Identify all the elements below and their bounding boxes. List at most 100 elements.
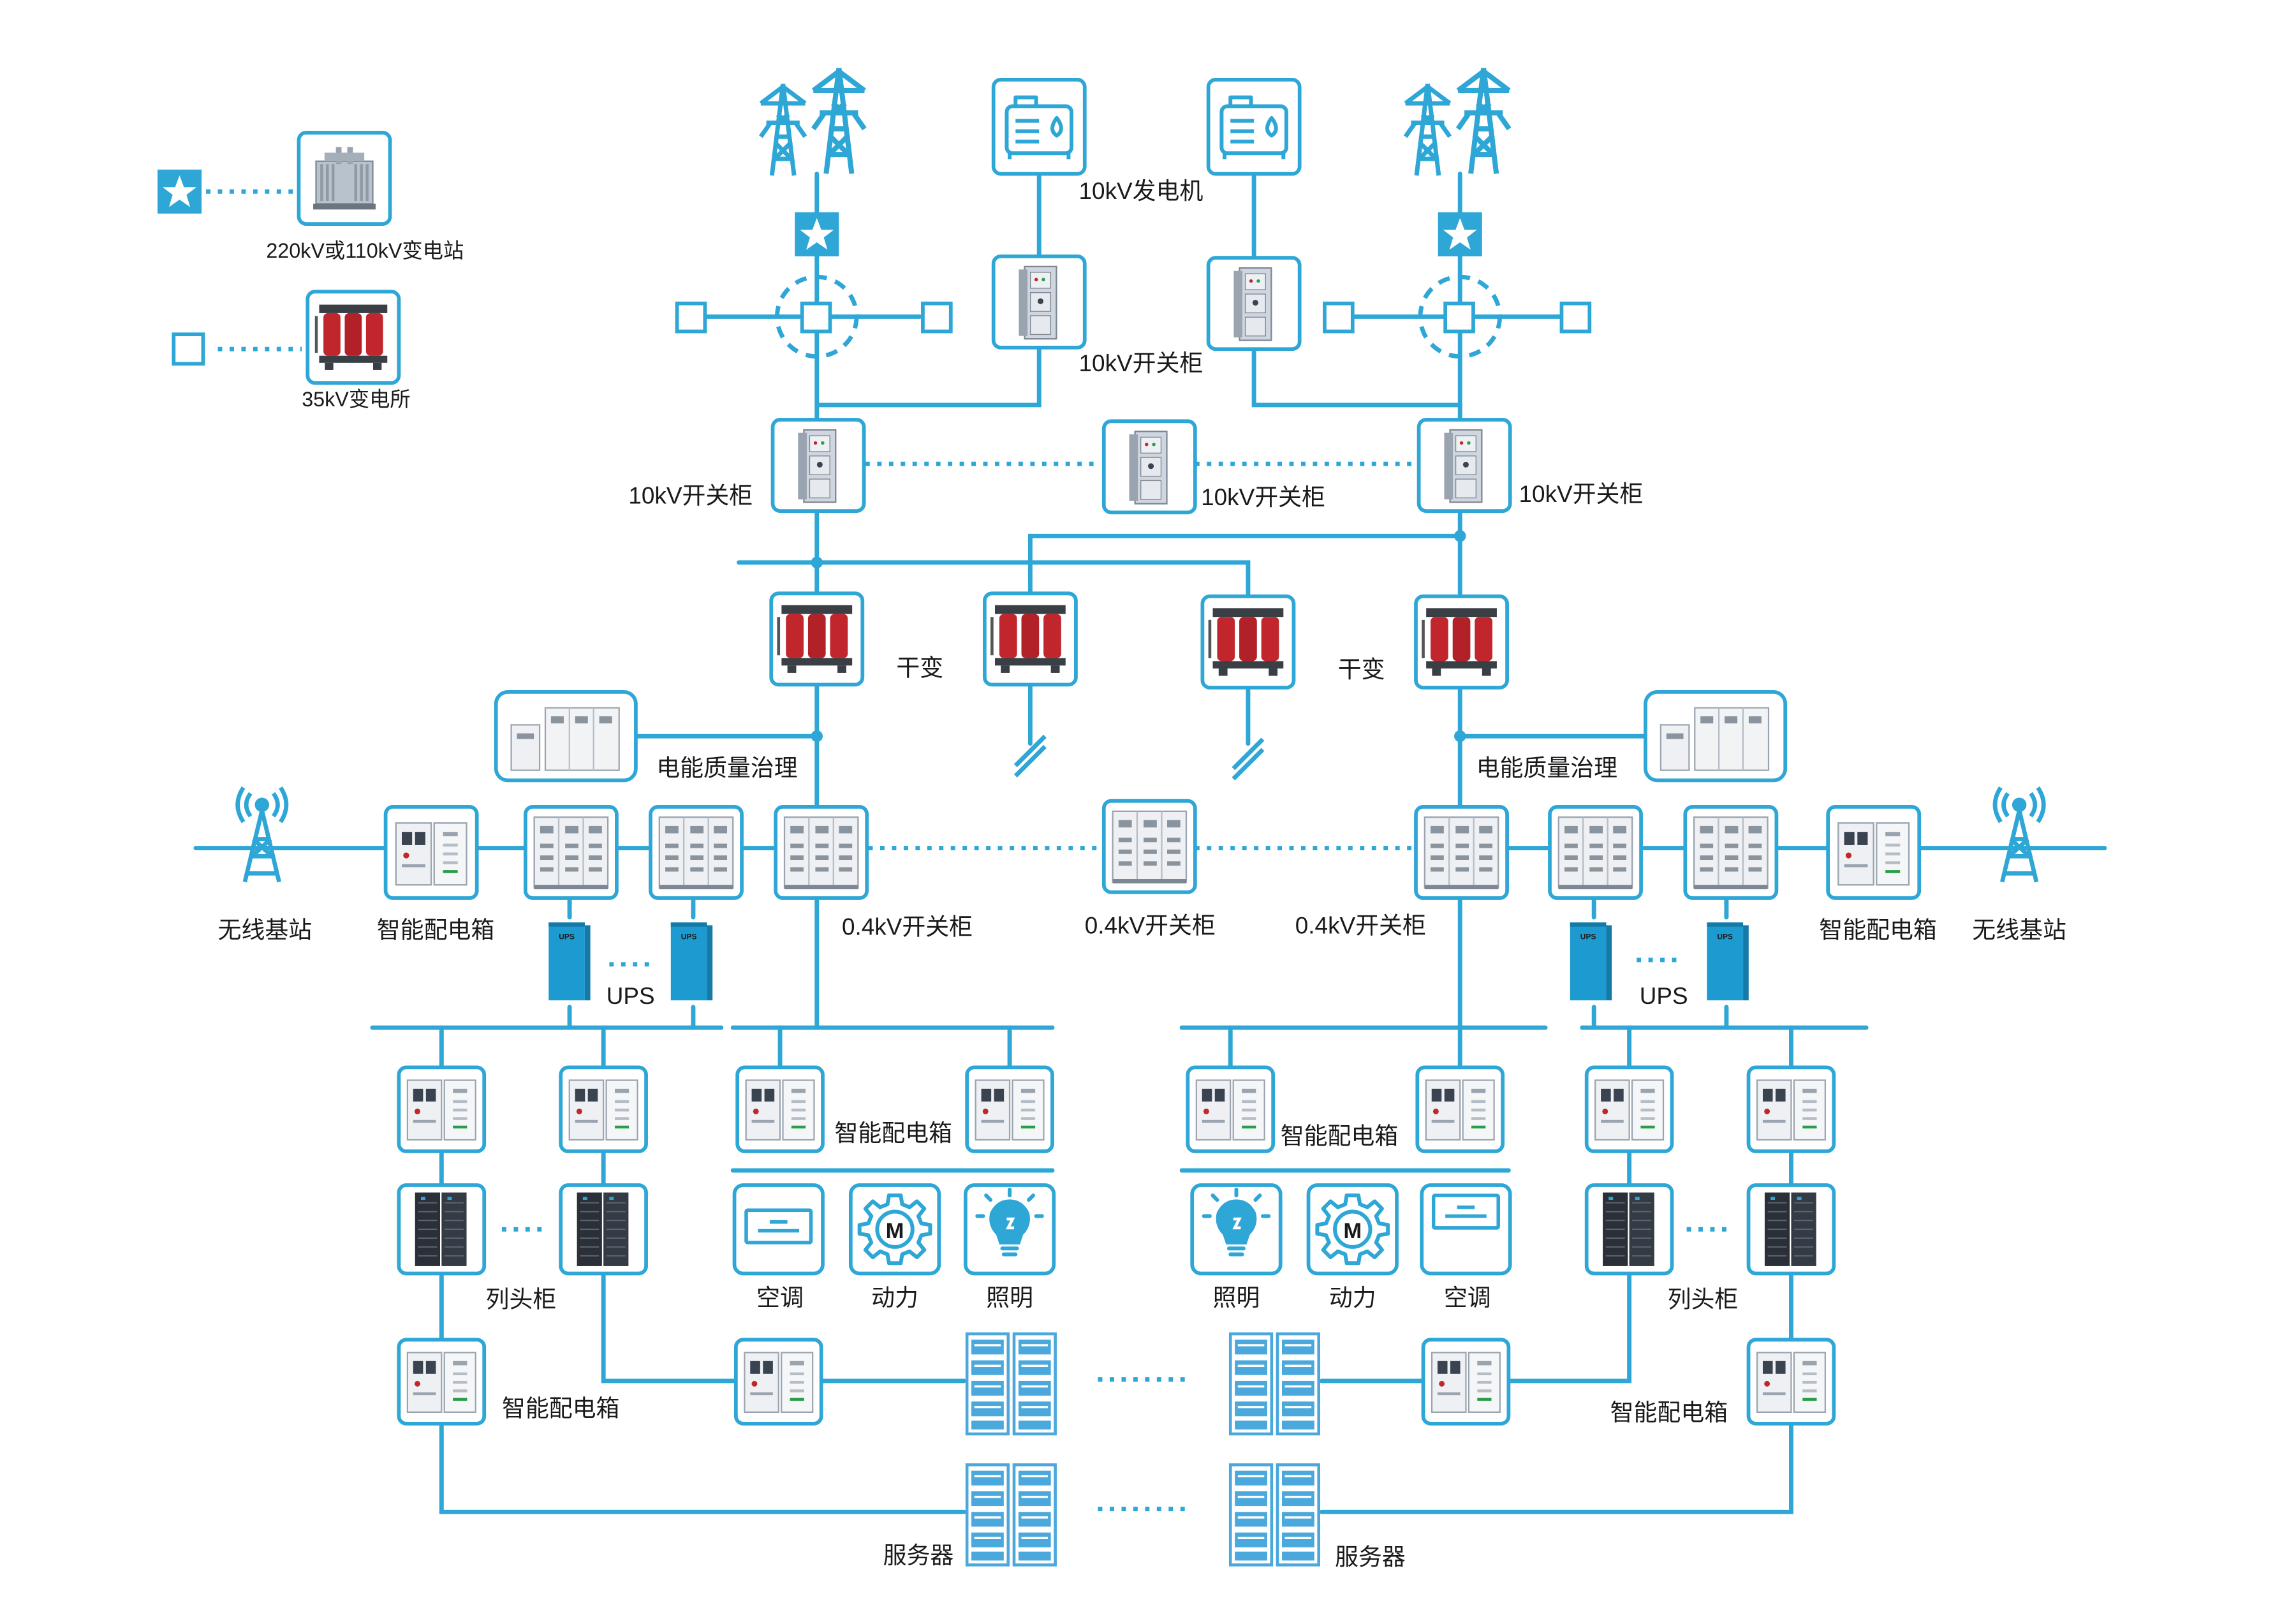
light-right-label: 照明 bbox=[1213, 1285, 1260, 1311]
substation-star-icon bbox=[157, 169, 202, 214]
pdb-row bbox=[397, 1065, 1836, 1153]
legend: 220kV或110kV变电站 35kV变电所 bbox=[157, 131, 464, 411]
smart-pdb-icon bbox=[406, 1079, 476, 1141]
pdb-mid-right-label: 智能配电箱 bbox=[1281, 1123, 1399, 1149]
tower-icon bbox=[1458, 68, 1509, 173]
lv-switchgear-icon bbox=[1112, 810, 1188, 885]
pdb-bottom-right-label: 智能配电箱 bbox=[1610, 1399, 1728, 1426]
lv-left-label: 0.4kV开关柜 bbox=[842, 914, 973, 940]
dry-transformer-icon bbox=[992, 605, 1065, 673]
pdb-bottom-left-label: 智能配电箱 bbox=[502, 1395, 620, 1421]
row-head-box bbox=[559, 1183, 648, 1276]
feeder-breaks bbox=[1013, 734, 1265, 781]
smart-pdb-icon bbox=[744, 1352, 814, 1413]
smart-pdb-icon bbox=[975, 1079, 1045, 1141]
pdb-left-label: 智能配电箱 bbox=[377, 917, 495, 943]
junction-dots bbox=[811, 530, 1466, 742]
hv-left-label: 10kV开关柜 bbox=[628, 483, 753, 509]
ups-icon bbox=[548, 922, 591, 1001]
smart-pdb-icon bbox=[406, 1352, 476, 1413]
smart-pdb-icon bbox=[745, 1079, 815, 1141]
wireless-right-label: 无线基站 bbox=[1972, 917, 2066, 943]
tower-icon bbox=[1406, 84, 1450, 176]
legend-station35-label: 35kV变电所 bbox=[302, 388, 411, 411]
smart-pdb-icon bbox=[1195, 1079, 1265, 1141]
server-icon bbox=[967, 1465, 1055, 1565]
motor-letter: M bbox=[886, 1219, 904, 1243]
load-row: M M bbox=[732, 1183, 1512, 1276]
pq-right-label: 电能质量治理 bbox=[1476, 755, 1617, 781]
hv-switchgear-icon bbox=[1232, 267, 1272, 342]
ring-circles bbox=[775, 274, 1502, 359]
wireless-left-label: 无线基站 bbox=[218, 917, 313, 943]
lv-mid-label: 0.4kV开关柜 bbox=[1085, 912, 1216, 938]
server-right-label: 服务器 bbox=[1335, 1544, 1406, 1570]
hv-right-label: 10kV开关柜 bbox=[1519, 481, 1644, 507]
ac-left-label: 空调 bbox=[756, 1285, 804, 1311]
dry-left-label: 干变 bbox=[896, 655, 943, 681]
smart-pdb-icon bbox=[1594, 1079, 1665, 1141]
substation-star-icon bbox=[795, 212, 839, 256]
dry-transformer-icon bbox=[779, 605, 852, 673]
tower-icon bbox=[761, 84, 806, 176]
pdb-mid-left-label: 智能配电箱 bbox=[834, 1120, 952, 1146]
station35-squares bbox=[675, 301, 1592, 334]
generator-label: 10kV发电机 bbox=[1079, 178, 1203, 204]
load-box bbox=[1306, 1183, 1399, 1276]
substation-star-icon bbox=[1438, 212, 1482, 256]
hv-switchgear-icon bbox=[1018, 265, 1057, 340]
rowhead-right-label: 列头柜 bbox=[1668, 1287, 1739, 1313]
bottom-pdb-row bbox=[397, 1338, 1836, 1426]
lv-switchgear-icon bbox=[658, 816, 734, 890]
connection-lines bbox=[193, 172, 2107, 1514]
motor-letter: M bbox=[1343, 1219, 1362, 1243]
hv-switchgear-icon bbox=[1443, 429, 1483, 503]
dry-right-label: 干变 bbox=[1338, 656, 1385, 683]
lv-right-label: 0.4kV开关柜 bbox=[1295, 912, 1426, 938]
ups-left-label: UPS bbox=[607, 983, 655, 1009]
hv-mid-label: 10kV开关柜 bbox=[1201, 484, 1325, 510]
legend-substation-label: 220kV或110kV变电站 bbox=[266, 239, 464, 262]
ups-right-label: UPS bbox=[1640, 983, 1688, 1009]
dry-transformer-icon bbox=[1210, 608, 1283, 675]
rowhead-left-label: 列头柜 bbox=[486, 1287, 557, 1313]
power-right-label: 动力 bbox=[1329, 1285, 1376, 1311]
ups-icon bbox=[1707, 922, 1749, 1001]
hv-top-label: 10kV开关柜 bbox=[1079, 350, 1203, 376]
smart-pdb-icon bbox=[1431, 1352, 1501, 1413]
lv-row bbox=[383, 799, 1922, 900]
smart-pdb-icon bbox=[1425, 1079, 1495, 1141]
light-left-label: 照明 bbox=[986, 1285, 1033, 1311]
lv-switchgear-icon bbox=[783, 816, 859, 890]
power-left-label: 动力 bbox=[871, 1285, 918, 1311]
load-box bbox=[848, 1183, 941, 1276]
wireless-antenna-icon bbox=[238, 788, 286, 882]
smart-pdb-icon bbox=[1837, 822, 1910, 886]
lv-switchgear-icon bbox=[533, 816, 609, 890]
server-icon bbox=[967, 1334, 1055, 1434]
lv-switchgear-icon bbox=[1693, 816, 1769, 890]
server-icon bbox=[1230, 1334, 1318, 1434]
ac-right-label: 空调 bbox=[1444, 1285, 1491, 1311]
tower-icon bbox=[813, 68, 864, 173]
wireless-antenna-icon bbox=[1995, 788, 2043, 882]
ups-icon bbox=[670, 922, 713, 1001]
pdb-right-label: 智能配电箱 bbox=[1819, 917, 1937, 943]
smart-pdb-icon bbox=[568, 1079, 638, 1141]
lv-switchgear-icon bbox=[1557, 816, 1633, 890]
dry-transformer-icon bbox=[316, 305, 387, 370]
lv-switchgear-icon bbox=[1424, 816, 1499, 890]
smart-pdb-icon bbox=[395, 822, 467, 886]
smart-pdb-icon bbox=[1756, 1079, 1826, 1141]
hv-switchgear-icon bbox=[797, 429, 837, 503]
dry-transformer-icon bbox=[1424, 608, 1497, 675]
dotted-links bbox=[206, 189, 1734, 1512]
hv-switchgear-icon bbox=[1128, 430, 1168, 505]
smart-pdb-icon bbox=[1756, 1352, 1826, 1413]
server-left-label: 服务器 bbox=[883, 1542, 954, 1569]
ups-icon bbox=[1570, 922, 1612, 1001]
rowhead-row bbox=[397, 1183, 1836, 1276]
server-icon bbox=[1230, 1465, 1318, 1565]
station35-square-icon bbox=[172, 332, 205, 366]
